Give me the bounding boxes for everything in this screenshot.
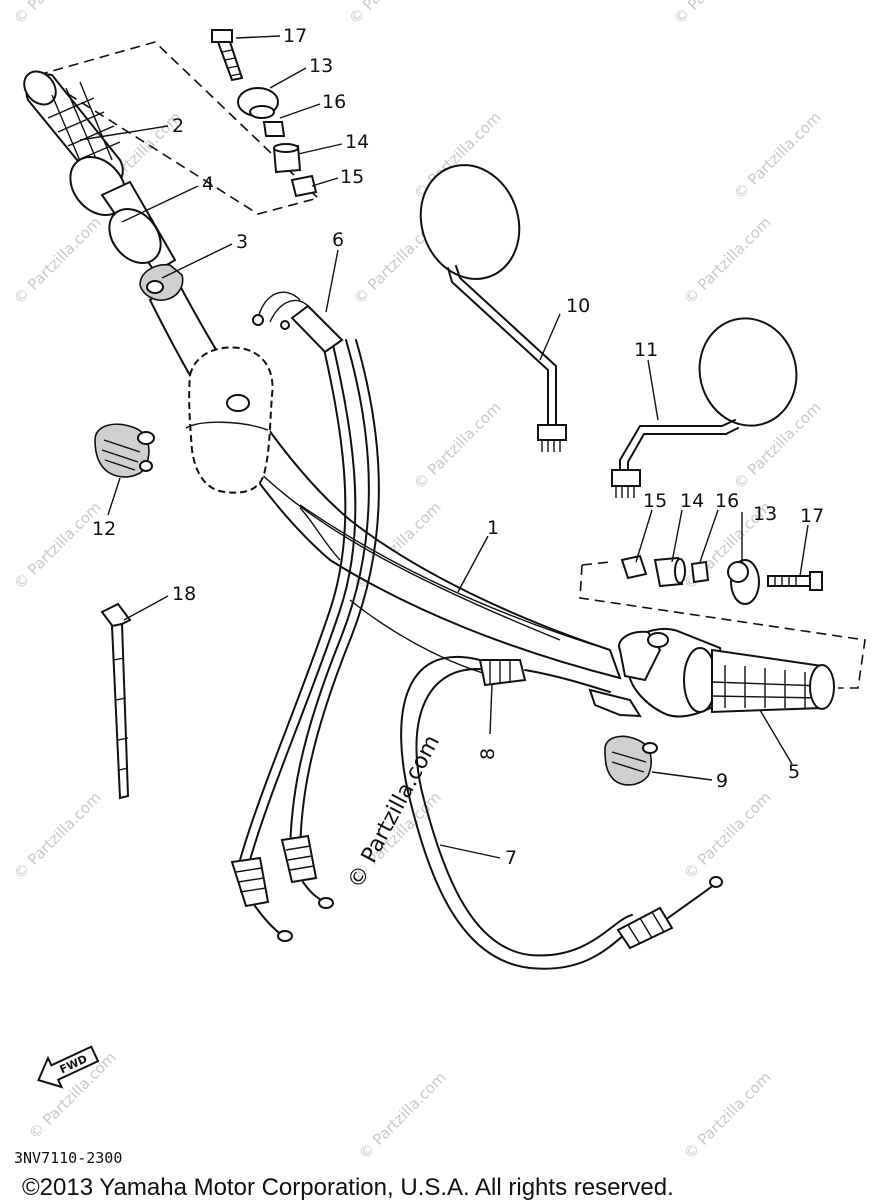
left-grip-assembly [23,70,184,301]
watermark: © Partzilla.com [10,0,105,28]
watermark: © Partzilla.com [410,398,505,493]
callout-15-lower: 15 [643,490,667,512]
leader-lines [79,35,809,859]
watermark: © Partzilla.com [680,788,775,883]
copyright-text: ©2013 Yamaha Motor Corporation, U.S.A. A… [22,1174,674,1200]
callout-10: 10 [566,295,590,317]
callout-17-upper: 17 [283,25,307,47]
watermark: © Partzilla.com [670,0,765,28]
handlebar [148,280,622,681]
callout-16-upper: 16 [322,91,346,113]
lower-hardware-stack [620,554,823,605]
callout-11: 11 [634,339,658,361]
callout-15-upper: 15 [340,166,364,188]
watermark: © Partzilla.com [345,0,440,28]
callout-5: 5 [788,761,800,783]
callout-4: 4 [202,173,214,195]
handlebar-holder [185,346,274,494]
watermark: © Partzilla.com [355,1068,450,1163]
watermark: © Partzilla.com [680,1068,775,1163]
watermark: © Partzilla.com [10,498,105,593]
callout-9: 9 [716,770,728,792]
callout-13-lower: 13 [753,503,777,525]
callout-17-lower: 17 [800,505,824,527]
clutch-cable [400,655,723,970]
callout-16-lower: 16 [715,490,739,512]
callout-18: 18 [172,583,196,605]
callout-3: 3 [236,231,248,253]
upper-hardware-stack [211,29,318,198]
exploded-frames [36,41,866,689]
callout-labels: 17 13 16 14 15 2 4 3 6 10 11 12 1 18 15 … [92,25,824,869]
callout-12: 12 [92,518,116,540]
watermark: © Partzilla.com [10,788,105,883]
fwd-arrow: FWD [37,1045,100,1089]
watermark: © Partzilla.com [10,213,105,308]
mirror-left [419,164,567,452]
callout-2: 2 [172,115,184,137]
callout-13-upper: 13 [309,55,333,77]
throttle-cables [230,291,380,942]
callout-14-upper: 14 [345,131,369,153]
callout-8: 8 [477,748,499,760]
callout-7: 7 [505,847,517,869]
right-grip-assembly [588,627,835,718]
watermark: © Partzilla.com [730,108,825,203]
watermark: © Partzilla.com [680,213,775,308]
callout-6: 6 [332,229,344,251]
callout-14-lower: 14 [680,490,704,512]
diagram-code: 3NV7110-2300 [14,1149,122,1167]
mirror-right [611,317,798,498]
cable-tie [100,602,132,800]
callout-1: 1 [487,517,499,539]
lever-holder-right [604,735,658,786]
lever-holder-left [94,423,155,478]
